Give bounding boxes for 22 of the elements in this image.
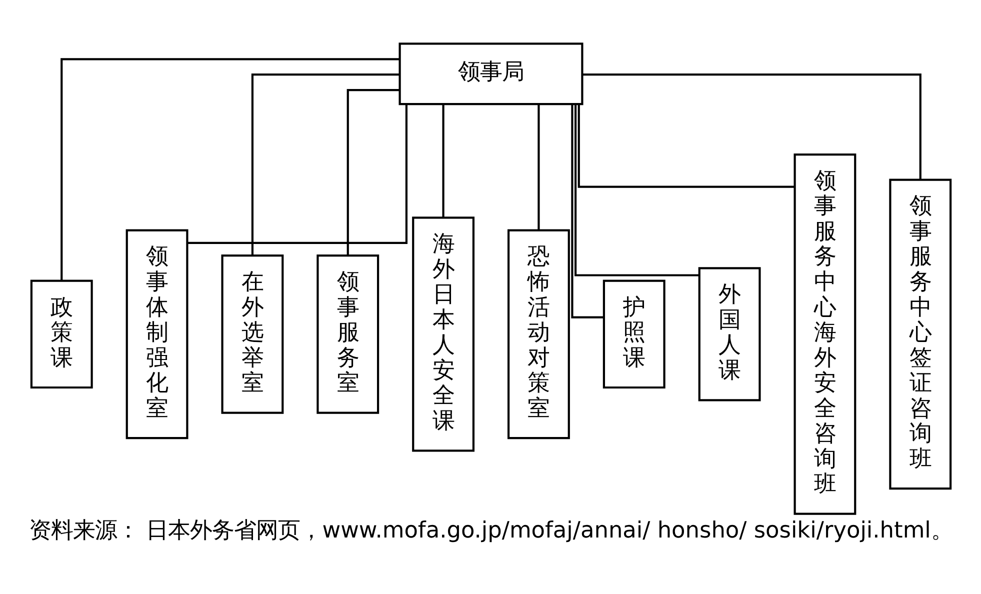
connector	[537, 104, 540, 230]
node-box: 领事局	[398, 42, 583, 106]
node-box: 护照课	[602, 280, 665, 389]
node-box: 领事体制强化室	[125, 229, 188, 440]
connector	[60, 58, 399, 280]
node-box: 领事服务中心海外安全咨询班	[793, 154, 856, 515]
node-box: 恐怖活动对策室	[506, 229, 570, 440]
connector	[442, 104, 444, 218]
connector	[250, 74, 399, 256]
node-box: 领事服务中心签证咨询班	[888, 178, 952, 490]
node-box: 领事服务室	[316, 254, 379, 414]
caption: 资料来源： 日本外务省网页，www.mofa.go.jp/mofaj/annai/ honsho/ sosiki/ryoji.html。	[28, 517, 952, 544]
connector	[582, 74, 921, 180]
connector	[577, 104, 794, 188]
node-box: 海外日本人安全课	[412, 216, 474, 452]
connector	[187, 104, 407, 244]
node-box: 外国人课	[698, 267, 760, 402]
connector	[570, 104, 604, 318]
node-box: 政策课	[30, 280, 92, 389]
connector	[346, 88, 400, 256]
connector	[574, 104, 699, 276]
node-box: 在外选举室	[220, 254, 284, 414]
